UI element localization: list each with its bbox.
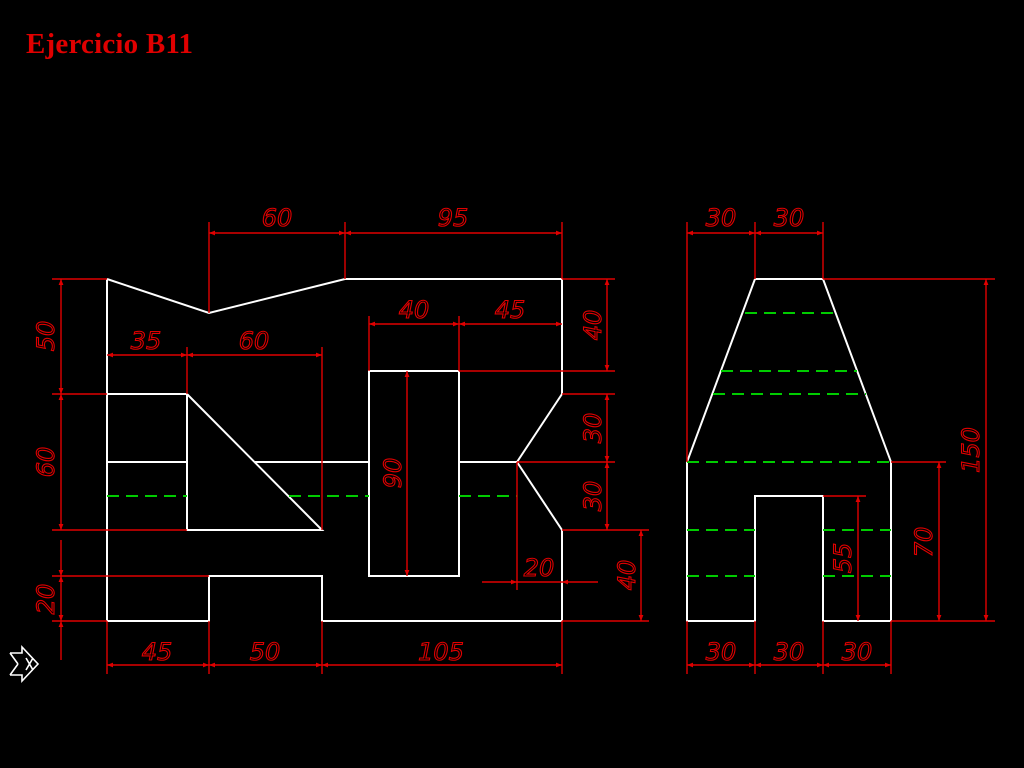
dim-text: 45 — [495, 296, 526, 324]
dim-text: 40 — [613, 560, 641, 591]
dim-text: 30 — [774, 638, 805, 666]
dim-text: 60 — [262, 204, 293, 232]
side-outline — [686, 278, 892, 622]
dim-text: 45 — [142, 638, 173, 666]
dim-text: 30 — [706, 638, 737, 666]
dim-text: 60 — [239, 327, 270, 355]
side-view — [686, 278, 892, 622]
dim-text: 50 — [250, 638, 281, 666]
ucs-axis-icon — [9, 644, 40, 684]
dim-text: 150 — [957, 427, 985, 473]
dim-text: 55 — [829, 543, 857, 574]
dim-text: 40 — [579, 310, 607, 341]
dim-text: 30 — [579, 413, 607, 444]
dim-text: 50 — [32, 321, 60, 352]
dim-text: 40 — [399, 296, 430, 324]
dim-text: 30 — [842, 638, 873, 666]
dim-text: 105 — [418, 638, 464, 666]
front-view — [106, 278, 563, 622]
dim-text: 90 — [379, 458, 407, 489]
dim-text: 30 — [579, 481, 607, 512]
front-dimensions: 60 95 40 45 35 60 50 60 20 90 — [31, 203, 649, 674]
dim-text: 95 — [438, 204, 469, 232]
dim-text: 30 — [774, 204, 805, 232]
dim-text: 35 — [131, 327, 162, 355]
dim-text: 20 — [32, 584, 60, 615]
front-central-slot — [368, 370, 460, 577]
dim-text: 70 — [910, 527, 938, 558]
front-outline — [106, 278, 563, 622]
side-dimensions: 30 30 150 70 55 30 30 30 — [686, 203, 995, 674]
dim-text: 60 — [32, 447, 60, 478]
dim-text: 20 — [524, 554, 555, 582]
page-title: Ejercicio B11 — [26, 28, 194, 60]
dim-text: 30 — [706, 204, 737, 232]
